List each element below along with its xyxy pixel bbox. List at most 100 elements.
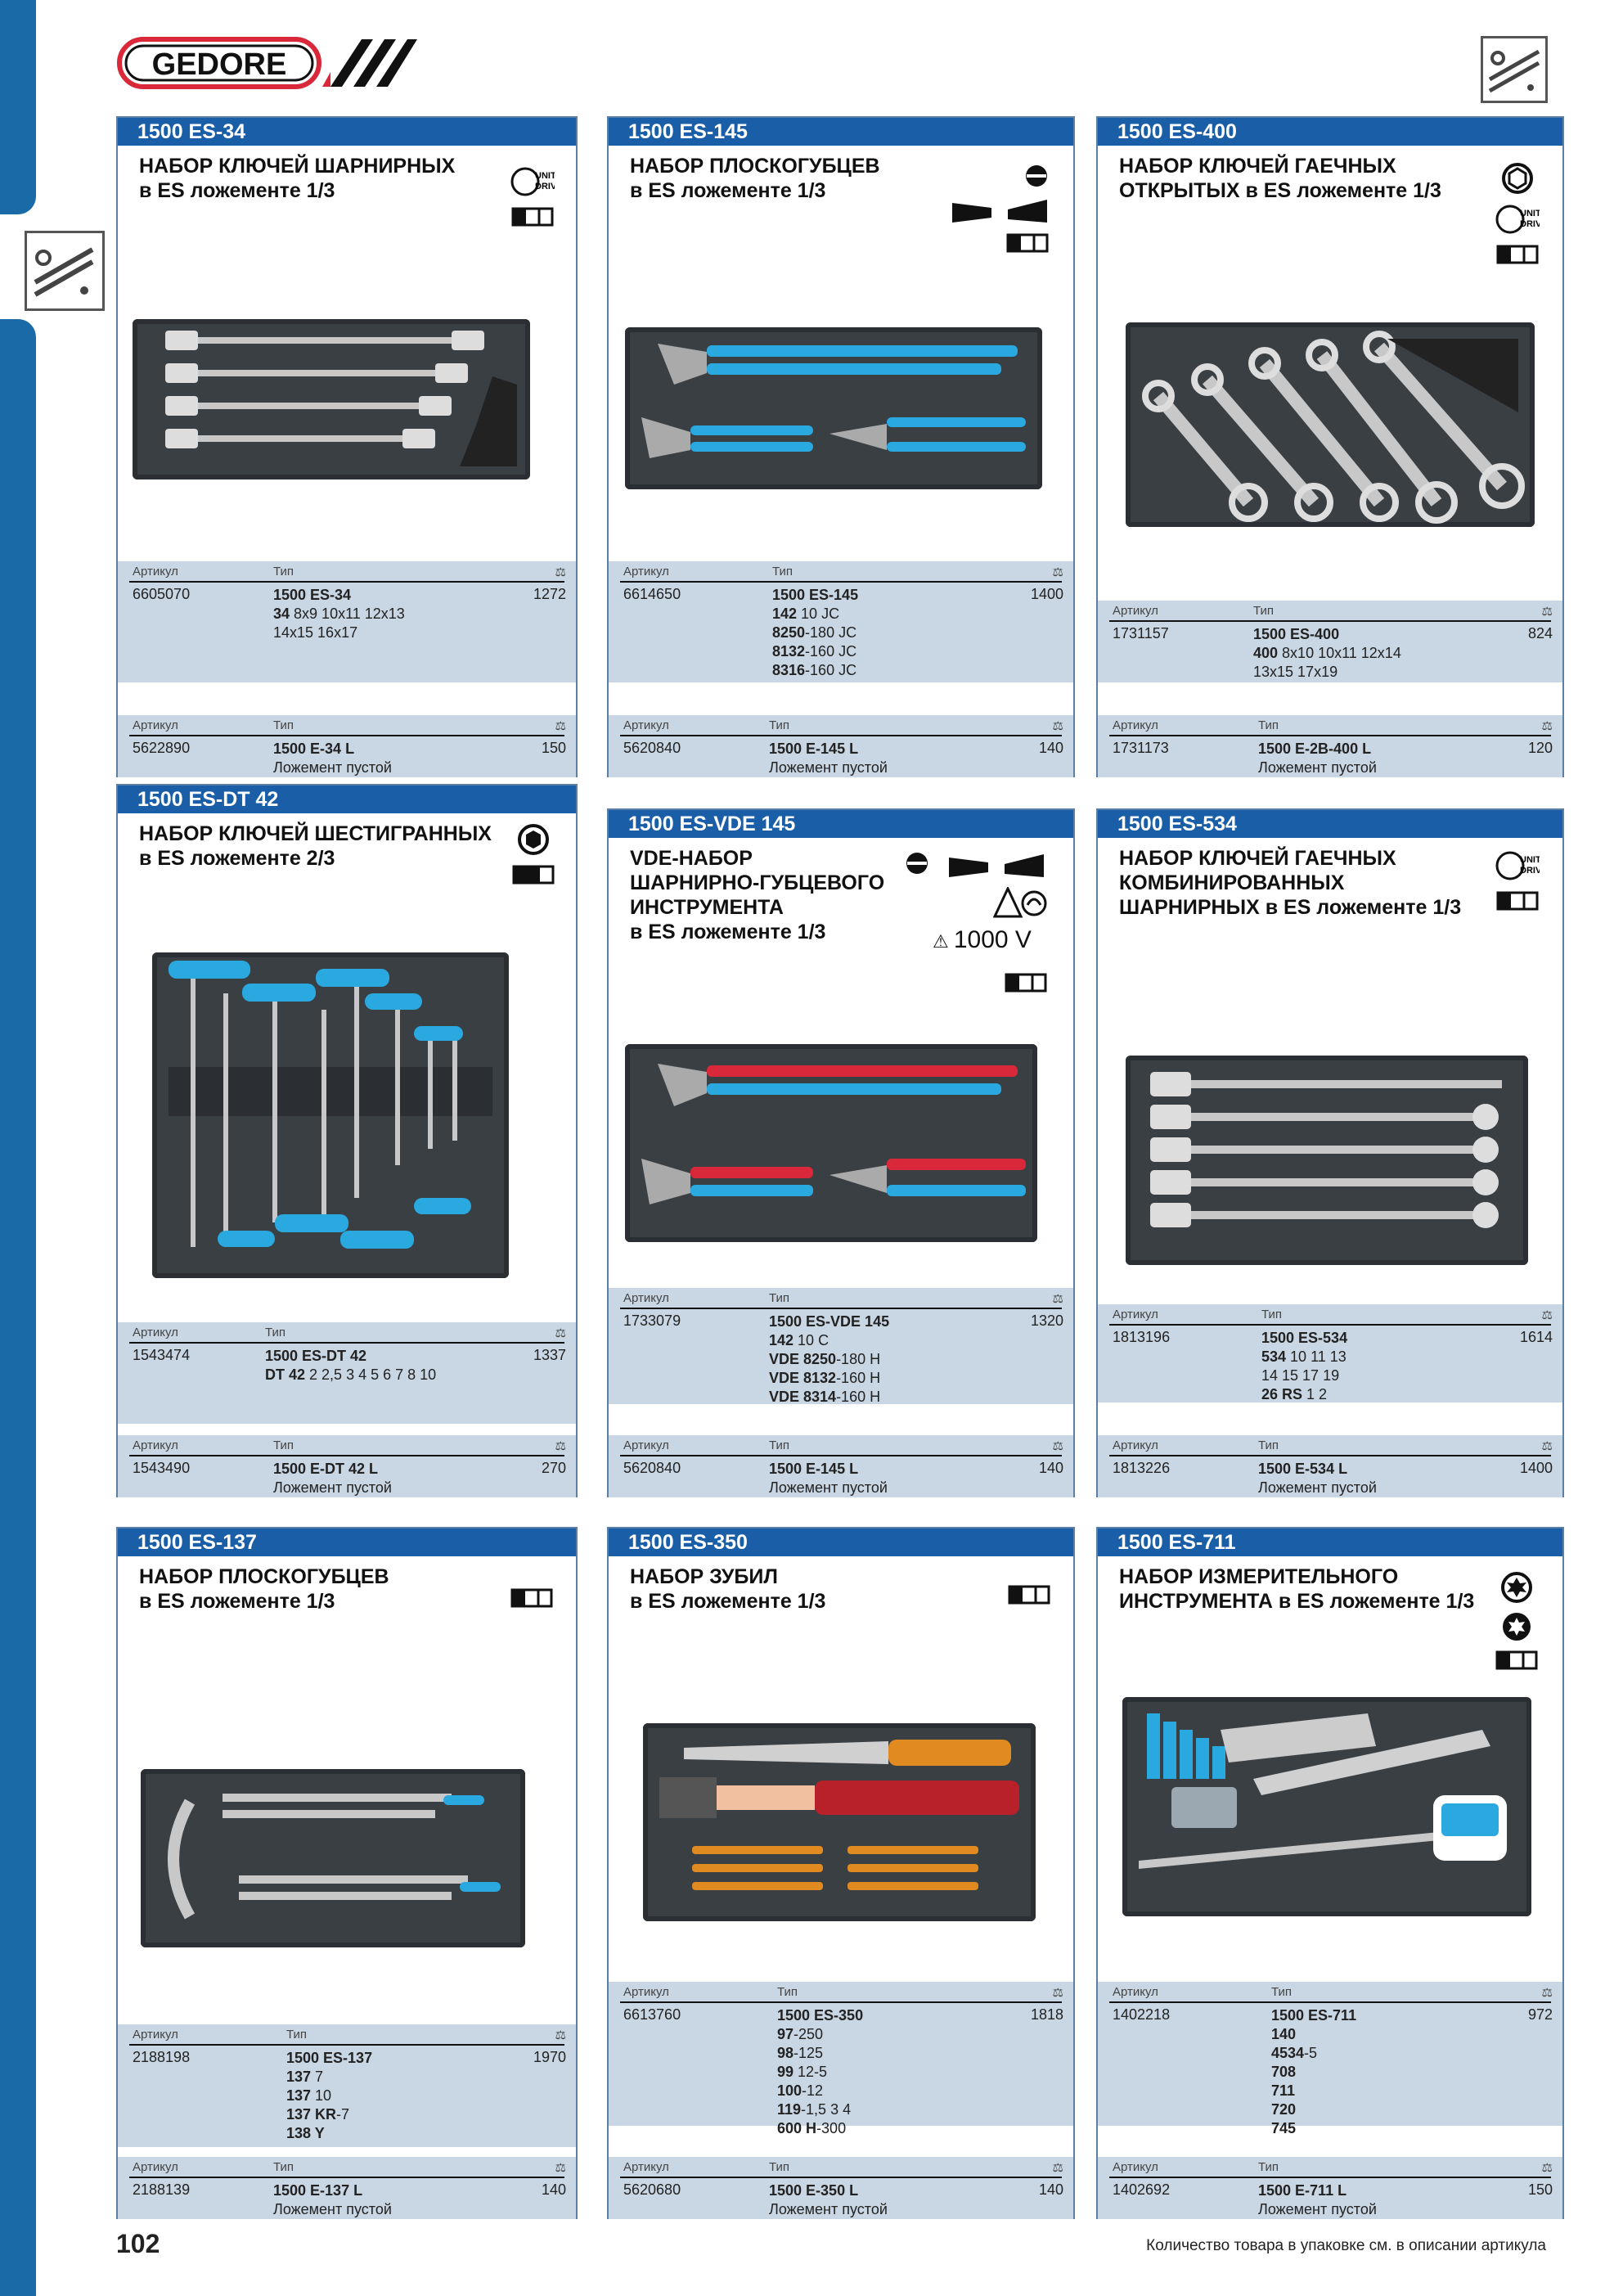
weight-value: 270	[541, 1460, 566, 1476]
weight-icon: ⚖	[555, 2161, 566, 2175]
article-number: 2188139	[133, 2181, 191, 2198]
spec-table: Артикул Тип ⚖ 1813226 1500 E-534 L Ложем…	[1098, 1435, 1562, 1497]
spec-table: Артикул Тип ⚖ 1733079 1500 ES-VDE 145 14…	[609, 1288, 1073, 1405]
spec-table: Артикул Тип ⚖ 2188139 1500 E-137 L Ложем…	[118, 2157, 576, 2219]
product-card-es-711: 1500 ES-711 НАБОР ИЗМЕРИТЕЛЬНОГО ИНСТРУМ…	[1096, 1527, 1564, 2219]
spec-table: Артикул Тип ⚖ 5620680 1500 E-350 L Ложем…	[609, 2157, 1073, 2219]
product-image	[1122, 1697, 1531, 1916]
tray-size-icon	[1495, 1650, 1538, 1671]
tray-size-icon	[1008, 1584, 1050, 1609]
article-number: 1731173	[1113, 740, 1169, 756]
voltage-label: ⚠ 1000 V	[933, 926, 1032, 953]
unit-drive-icon: UNITDRIVE	[1495, 849, 1540, 882]
article-number: 6613760	[623, 2006, 681, 2023]
article-number: 6605070	[133, 586, 191, 602]
spec-table: Артикул Тип ⚖ 6613760 1500 ES-350 97-250…	[609, 1982, 1073, 2136]
type-list: 1500 ES-534 534 10 11 13 14 15 17 19 26 …	[1261, 1330, 1348, 1402]
article-number: 6614650	[623, 586, 681, 602]
insulated-icon	[905, 851, 929, 880]
weight-value: 1337	[533, 1347, 566, 1363]
tray-size-icon	[1005, 972, 1047, 997]
weight-icon: ⚖	[1541, 605, 1553, 619]
product-title: НАБОР КЛЮЧЕЙ ГАЕЧНЫХ ОТКРЫТЫХ в ES ложем…	[1119, 155, 1441, 202]
spec-table: Артикул Тип ⚖ 1731157 1500 ES-400 400 8x…	[1098, 601, 1562, 682]
weight-icon: ⚖	[1052, 2161, 1063, 2175]
tray-size-icon	[512, 864, 555, 885]
cutting-edge-icon	[947, 851, 1045, 883]
type-list: 1500 ES-145 142 10 JC 8250-180 JC 8132-1…	[772, 587, 859, 678]
spec-table: Артикул Тип ⚖ 1402218 1500 ES-711 140 45…	[1098, 1982, 1562, 2136]
spec-table: Артикул Тип ⚖ 1543490 1500 E-DT 42 L Лож…	[118, 1435, 576, 1497]
spec-table: Артикул Тип ⚖ 6614650 1500 ES-145 142 10…	[609, 561, 1073, 682]
weight-value: 150	[1527, 2181, 1553, 2198]
product-title: VDE-НАБОР ШАРНИРНО-ГУБЦЕВОГО ИНСТРУМЕНТА…	[630, 847, 885, 943]
weight-icon: ⚖	[1541, 1308, 1553, 1322]
article-number: 1402218	[1113, 2006, 1171, 2023]
weight-icon: ⚖	[1052, 1439, 1063, 1453]
product-code: 1500 ES-137	[118, 1528, 576, 1556]
cutting-edge-icon	[951, 196, 1049, 224]
product-code: 1500 ES-400	[1098, 118, 1562, 146]
tray-size-icon	[1006, 232, 1049, 254]
weight-icon: ⚖	[1541, 2161, 1553, 2175]
product-code: 1500 ES-534	[1098, 810, 1562, 838]
article-number: 1731157	[1113, 625, 1169, 642]
product-image	[133, 319, 530, 479]
hex-key-icon	[517, 823, 550, 856]
weight-value: 1272	[533, 586, 566, 602]
product-card-es-400: 1500 ES-400 НАБОР КЛЮЧЕЙ ГАЕЧНЫХ ОТКРЫТЫ…	[1096, 116, 1564, 777]
article-number: 2188198	[133, 2049, 191, 2065]
weight-value: 972	[1527, 2006, 1553, 2023]
side-tab	[0, 0, 36, 214]
wrench-set-icon	[1481, 36, 1548, 103]
torx-outline-icon	[1500, 1571, 1533, 1604]
spec-table: Артикул Тип ⚖ 5620840 1500 E-145 L Ложем…	[609, 715, 1073, 777]
weight-value: 1614	[1519, 1329, 1553, 1345]
weight-icon: ⚖	[1052, 719, 1063, 733]
article-number: 1543474	[133, 1347, 191, 1363]
weight-icon: ⚖	[1541, 719, 1553, 733]
high-voltage-icon: ⚠	[933, 931, 954, 952]
weight-value: 140	[1038, 740, 1063, 756]
spec-table: Артикул Тип ⚖ 1402692 1500 E-711 L Ложем…	[1098, 2157, 1562, 2219]
product-title: НАБОР ЗУБИЛ в ES ложементе 1/3	[630, 1565, 826, 1613]
type-list: 1500 E-34 L Ложемент пустой	[273, 741, 392, 776]
spec-table: Артикул Тип ⚖ 2188198 1500 ES-137 137 7 …	[118, 2024, 576, 2147]
svg-text:DRIVE: DRIVE	[1520, 866, 1540, 876]
spec-table: Артикул Тип ⚖ 5622890 1500 E-34 L Ложеме…	[118, 682, 576, 777]
product-image	[625, 1044, 1037, 1242]
weight-icon: ⚖	[555, 1326, 566, 1340]
product-image	[643, 1723, 1036, 1921]
article-number: 1733079	[623, 1312, 681, 1329]
article-number: 5620680	[623, 2181, 681, 2198]
type-list: 1500 ES-350 97-250 98-125 99 12-5 100-12…	[777, 2007, 864, 2136]
product-card-es-145: 1500 ES-145 НАБОР ПЛОСКОГУБЦЕВ в ES ложе…	[607, 116, 1075, 777]
type-list: 1500 E-137 L Ложемент пустой	[273, 2182, 392, 2217]
type-list: 1500 E-DT 42 L Ложемент пустой	[273, 1461, 392, 1496]
product-title: НАБОР ИЗМЕРИТЕЛЬНОГО ИНСТРУМЕНТА в ES ло…	[1119, 1565, 1475, 1613]
type-list: 1500 ES-34 34 8x9 10x11 12x13 14x15 16x1…	[273, 587, 405, 641]
weight-value: 824	[1527, 625, 1553, 642]
weight-value: 1818	[1030, 2006, 1063, 2023]
product-title: НАБОР ПЛОСКОГУБЦЕВ в ES ложементе 1/3	[139, 1565, 389, 1613]
tray-size-icon	[511, 206, 554, 227]
hex-socket-icon	[1501, 162, 1534, 195]
product-code: 1500 ES-145	[609, 118, 1073, 146]
weight-icon: ⚖	[1541, 1986, 1553, 2000]
product-title: НАБОР КЛЮЧЕЙ ШЕСТИГРАННЫХ в ES ложементе…	[139, 822, 492, 870]
product-code: 1500 ES-711	[1098, 1528, 1562, 1556]
type-list: 1500 E-350 L Ложемент пустой	[769, 2182, 888, 2217]
weight-value: 140	[541, 2181, 566, 2198]
product-image	[152, 952, 509, 1278]
article-number: 1402692	[1113, 2181, 1171, 2198]
torx-solid-icon	[1500, 1610, 1533, 1643]
weight-value: 1400	[1519, 1460, 1553, 1476]
article-number: 5622890	[133, 740, 191, 756]
type-list: 1500 E-534 L Ложемент пустой	[1258, 1461, 1377, 1496]
type-list: 1500 ES-711 140 4534-5 708 711 720 745	[1271, 2007, 1357, 2136]
footer-note: Количество товара в упаковке см. в описа…	[1146, 2237, 1546, 2254]
svg-text:UNIT: UNIT	[535, 171, 555, 181]
article-number: 5620840	[623, 1460, 681, 1476]
vde-certification-icon	[992, 885, 1047, 924]
weight-icon: ⚖	[555, 719, 566, 733]
